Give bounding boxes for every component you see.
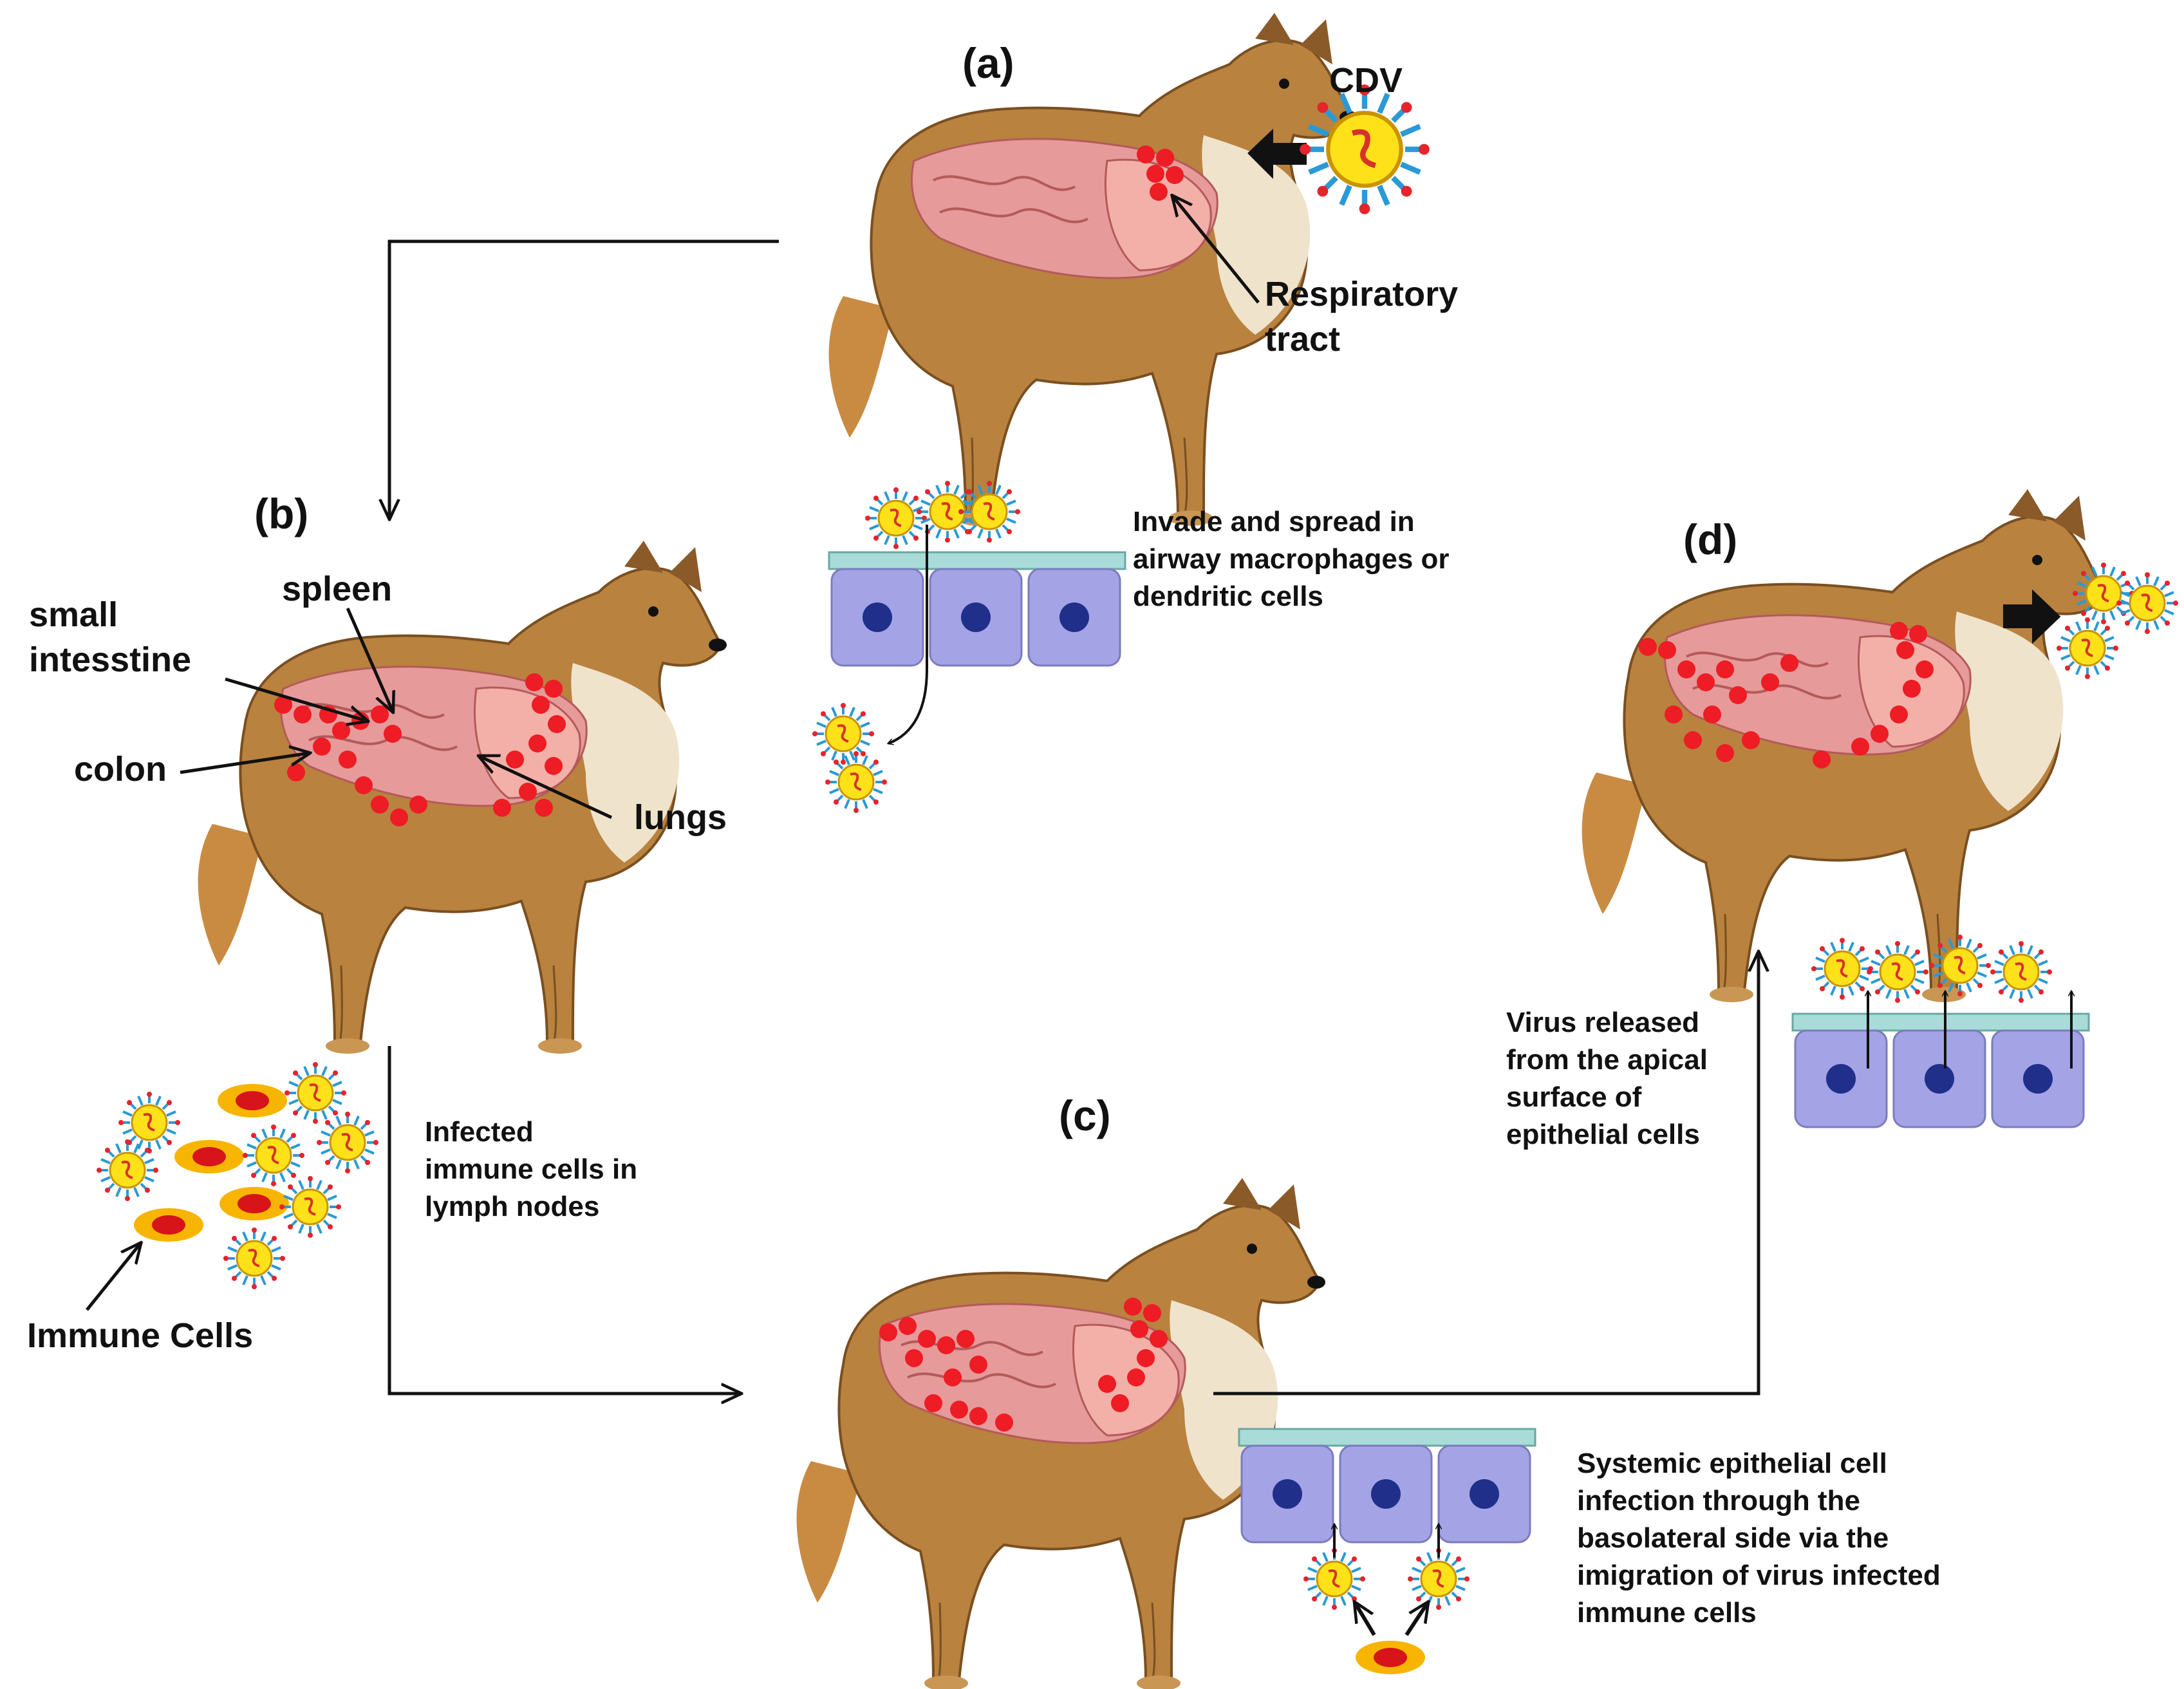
virus-b1 — [283, 1061, 348, 1125]
spleen-label: spleen — [282, 570, 393, 608]
colon-pointer — [180, 753, 309, 774]
lungs-label: lungs — [634, 798, 727, 837]
immune-cell-2 — [174, 1140, 244, 1173]
immune-cell-4 — [134, 1208, 203, 1242]
colon-label: colon — [74, 750, 167, 789]
virus-released-note: Virus released from the apical surface o… — [1506, 1007, 1708, 1150]
infection-dots-b — [274, 673, 566, 826]
immune-cell-c — [1356, 1641, 1425, 1674]
lungs-pointer — [480, 756, 613, 819]
virus-d2 — [2115, 571, 2179, 635]
small-intestine-pointer — [225, 677, 367, 721]
virus-d5 — [1865, 940, 1930, 1004]
infection-dots-d — [1639, 622, 1934, 769]
immune-cells-pointer — [86, 1244, 140, 1311]
infection-dots-c — [879, 1298, 1168, 1432]
respiratory-pointer — [1173, 196, 1260, 304]
small-intestine-label: small intesstine — [29, 595, 192, 679]
migration-arrow-1 — [1355, 1603, 1376, 1636]
arrow-a-to-b — [389, 239, 779, 518]
exit-arrow — [2003, 589, 2061, 644]
panel-label-c: (c) — [1059, 1092, 1111, 1139]
systemic-infection-note: Systemic epithelial cell infection throu… — [1577, 1448, 1941, 1628]
virus-a1 — [864, 486, 928, 550]
immune-cells-label: Immune Cells — [27, 1316, 254, 1355]
invade-path-arrow — [888, 525, 928, 743]
panel-label-a: (a) — [962, 39, 1014, 87]
virus-a4 — [811, 702, 875, 766]
immune-cell-1 — [218, 1084, 287, 1117]
immune-cell-3 — [219, 1187, 289, 1220]
invade-note: Invade and spread in airway macrophages … — [1133, 506, 1450, 612]
virus-b3 — [315, 1110, 380, 1175]
cdv-label: CDV — [1329, 61, 1403, 100]
respiratory-tract-label: Respiratory tract — [1265, 275, 1459, 359]
epithelium-d — [1791, 1012, 2090, 1128]
virus-b7 — [222, 1226, 286, 1291]
epithelium-a — [828, 551, 1126, 667]
infected-immune-note: Infected immune cells in lymph nodes — [425, 1116, 638, 1222]
dog-figure-d — [1580, 488, 2112, 1003]
infection-dots-a — [1137, 145, 1184, 201]
virus-d7 — [1989, 940, 2053, 1004]
virus-b5 — [95, 1138, 160, 1202]
virus-a3 — [957, 480, 1022, 544]
virus-d6 — [1928, 933, 1992, 998]
virus-b6 — [278, 1175, 342, 1239]
spleen-pointer — [346, 607, 393, 711]
panel-label-d: (d) — [1683, 516, 1738, 563]
dog-figure-a — [827, 12, 1359, 527]
entry-arrow — [1247, 129, 1307, 179]
panel-label-b: (b) — [254, 490, 309, 537]
migration-arrow-2 — [1405, 1603, 1428, 1636]
cdv-virus-icon — [1300, 84, 1430, 214]
epithelium-c — [1238, 1428, 1536, 1544]
virus-d4 — [1810, 937, 1874, 1001]
virus-a5 — [824, 750, 888, 814]
virus-d3 — [2055, 616, 2120, 680]
virus-b4 — [241, 1123, 306, 1188]
arrow-c-to-d — [1213, 953, 1759, 1395]
arrow-b-to-c — [387, 1046, 740, 1394]
